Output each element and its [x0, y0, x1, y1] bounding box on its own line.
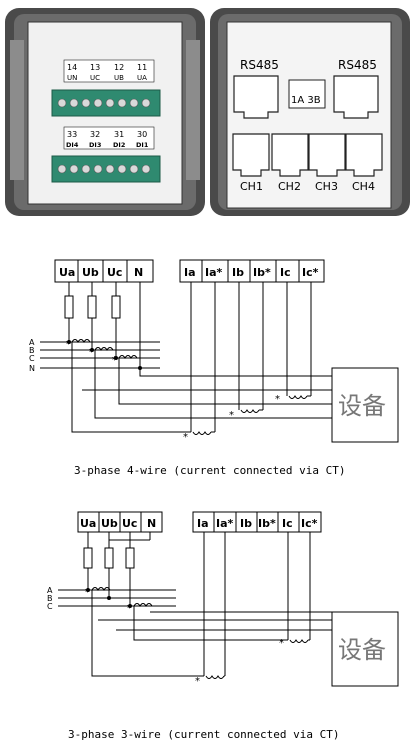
label-32: 32 [90, 130, 100, 139]
caption-3wire: 3-phase 3-wire (current connected via CT… [68, 728, 340, 741]
term-ia-star: Ia* [205, 266, 223, 279]
mid-port [288, 79, 326, 109]
svg-text:*: * [195, 676, 200, 687]
label-12: 12 [114, 63, 124, 72]
term2-ic-star: Ic* [301, 517, 318, 530]
term-uc: Uc [107, 266, 122, 279]
device-label-3wire: 设备 [338, 636, 386, 664]
term-ib: Ib [232, 266, 244, 279]
diagram-4wire-line-labels: A B C N [29, 338, 35, 373]
svg-text:*: * [127, 603, 132, 614]
current-terminal-box [179, 259, 325, 283]
ch3-jack [308, 133, 346, 177]
label-ua: UA [137, 74, 147, 82]
term2-ia-star: Ia* [216, 517, 234, 530]
device-box [331, 367, 399, 443]
term-ua: Ua [59, 266, 75, 279]
voltage-terminal-block [51, 89, 161, 117]
di-terminal-block [51, 155, 161, 183]
svg-text:*: * [85, 587, 90, 598]
device-label-4wire: 设备 [338, 392, 386, 420]
term2-ib: Ib [240, 517, 252, 530]
term2-ia: Ia [197, 517, 209, 530]
svg-text:*: * [279, 638, 284, 649]
label-di1: DI1 [136, 141, 149, 149]
term-ic: Ic [280, 266, 291, 279]
voltage-terminal-box [54, 259, 154, 283]
label-30: 30 [137, 130, 147, 139]
ch4-label: CH4 [352, 180, 375, 193]
label-31: 31 [114, 130, 124, 139]
diagram-3wire-labels: Ua Ub Uc N Ia Ia* Ib Ib* Ic Ic* [80, 517, 318, 530]
term2-ub: Ub [101, 517, 118, 530]
right-port-photo: RS485 RS485 1A 3B CH1 CH2 CH3 CH4 [210, 8, 410, 216]
voltage-terminal-labels: 14 13 12 11 UN UC UB UA [63, 59, 155, 83]
device-box-2 [331, 611, 399, 687]
label-33: 33 [67, 130, 77, 139]
label-di2: DI2 [113, 141, 125, 149]
term-n: N [134, 266, 143, 279]
svg-text:*: * [112, 355, 117, 366]
line2-b: B [47, 594, 53, 603]
diagram-3wire: * * * * [58, 511, 399, 687]
term2-ic: Ic [282, 517, 293, 530]
ch1-jack [232, 133, 270, 177]
label-di3: DI3 [89, 141, 101, 149]
mid-port-label: 1A 3B [291, 95, 321, 106]
di-terminal-labels: 33 32 31 30 DI4 DI3 DI2 DI1 [63, 126, 155, 150]
line-n: N [29, 364, 35, 373]
caption-4wire: 3-phase 4-wire (current connected via CT… [74, 464, 346, 477]
label-di4: DI4 [66, 141, 79, 149]
diagram-4wire: * * * * * * [40, 259, 399, 443]
line2-c: C [47, 602, 53, 611]
label-ub: UB [114, 74, 124, 82]
svg-text:*: * [275, 394, 280, 405]
ch4-jack [345, 133, 383, 177]
term-ic-star: Ic* [302, 266, 319, 279]
svg-text:*: * [229, 410, 234, 421]
svg-text:*: * [89, 347, 94, 358]
ch1-label: CH1 [240, 180, 263, 193]
label-uc: UC [90, 74, 100, 82]
diagram-3wire-line-labels: A B C [47, 586, 53, 611]
rs485-right-jack [333, 75, 379, 119]
line-a: A [29, 338, 35, 347]
label-11: 11 [137, 63, 147, 72]
ch2-label: CH2 [278, 180, 301, 193]
diagram-4wire-labels: Ua Ub Uc N Ia Ia* Ib Ib* Ic Ic* [59, 266, 319, 279]
line2-a: A [47, 586, 53, 595]
line-c: C [29, 354, 35, 363]
label-13: 13 [90, 63, 100, 72]
term-ub: Ub [82, 266, 99, 279]
rs485-right-label: RS485 [338, 58, 377, 72]
term2-ib-star: Ib* [258, 517, 276, 530]
term2-n: N [147, 517, 156, 530]
svg-text:*: * [66, 339, 71, 350]
rs485-left-label: RS485 [240, 58, 279, 72]
rs485-left-jack [233, 75, 279, 119]
ch3-label: CH3 [315, 180, 338, 193]
term-ib-star: Ib* [253, 266, 271, 279]
line-b: B [29, 346, 35, 355]
term-ia: Ia [184, 266, 196, 279]
ch2-jack [271, 133, 309, 177]
label-14: 14 [67, 63, 77, 72]
svg-text:*: * [183, 432, 188, 443]
label-un: UN [67, 74, 77, 82]
term2-ua: Ua [80, 517, 96, 530]
term2-uc: Uc [122, 517, 137, 530]
left-terminal-photo: 14 13 12 11 UN UC UB UA 33 32 31 30 DI4 [5, 8, 205, 216]
